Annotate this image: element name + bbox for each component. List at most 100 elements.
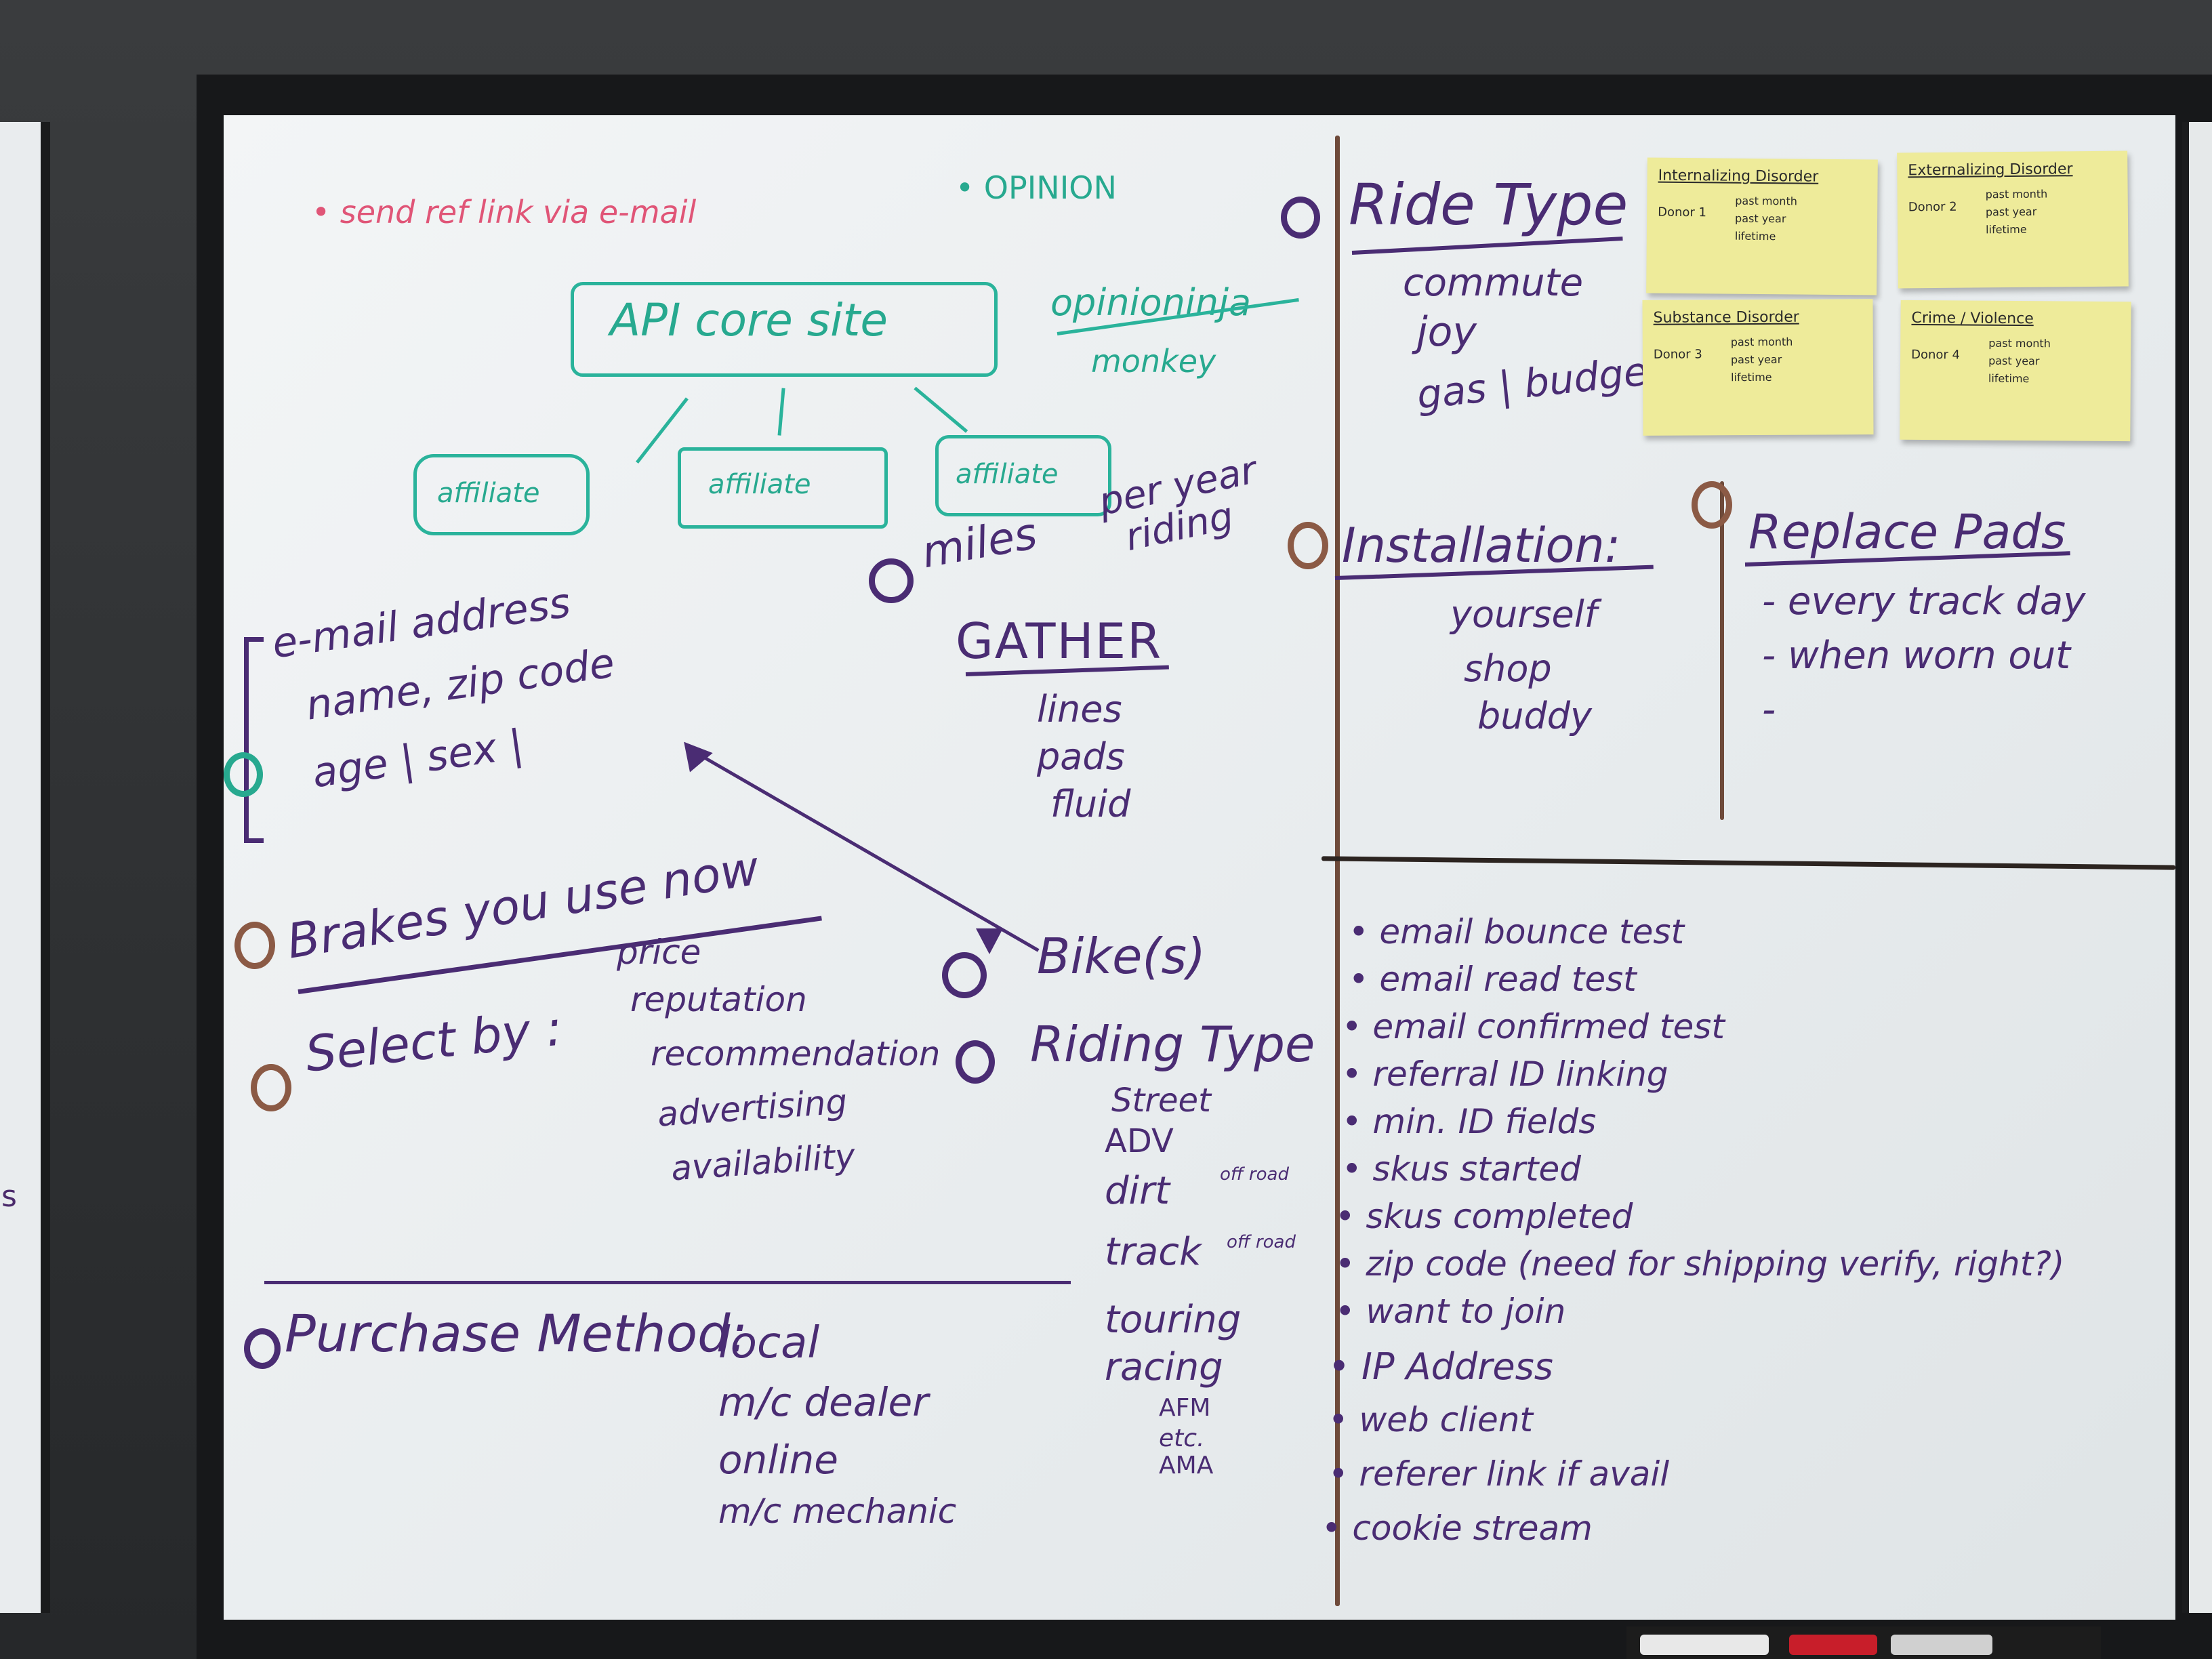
checklist-item: • skus completed [1335,1197,1633,1236]
select-item-recommendation: recommendation [651,1034,941,1073]
marker-red[interactable] [1789,1635,1877,1655]
note-3-donor: Donor 3 [1653,347,1702,362]
riding-type-circle [956,1040,995,1084]
checklist-text: referer link if avail [1359,1454,1670,1494]
profile-age-sex: age | sex | [309,720,527,798]
checklist-item: • IP Address [1328,1345,1553,1388]
checklist-item: • min. ID fields [1342,1102,1597,1141]
note-4-line-2: past year [1988,354,2040,368]
affiliate-label-3: affiliate [956,459,1059,490]
connector-3 [914,386,968,433]
gather-title: GATHER [956,613,1163,670]
select-item-advertising: advertising [656,1082,848,1134]
connector-2 [777,388,785,436]
sticky-note-3: Substance Disorder Donor 3 past month pa… [1642,299,1874,436]
purchase-item-mechanic: m/c mechanic [718,1492,957,1531]
affiliate-label-1: affiliate [437,478,540,509]
adjacent-whiteboard-left: s [0,122,50,1613]
riding-item-racing: racing [1105,1345,1223,1389]
riding-type-label: Riding Type [1030,1016,1315,1073]
installation-buddy: buddy [1477,695,1593,737]
note-4-line-3: lifetime [1988,371,2030,386]
installation-shop: shop [1464,647,1552,690]
ride-type-underline [1351,237,1623,255]
installation-yourself: yourself [1450,593,1597,636]
purchase-item-online: online [718,1437,838,1483]
checklist-text: zip code (need for shipping verify, righ… [1366,1244,2065,1284]
sticky-note-1: Internalizing Disorder Donor 1 past mont… [1646,157,1878,295]
replace-item-blank: - [1762,688,1776,732]
note-2-line-2: past year [1985,205,2037,219]
riding-item-track: track [1105,1230,1202,1274]
note-1-line-2: past year [1735,211,1786,226]
checklist-item: • want to join [1335,1292,1566,1331]
checklist-text: skus started [1372,1149,1581,1189]
note-4-donor: Donor 4 [1911,347,1961,363]
select-item-price: price [617,933,701,972]
note-3-title: Substance Disorder [1653,308,1799,327]
select-by-label: Select by : [302,999,565,1083]
gather-item-fluid: fluid [1050,783,1131,825]
checklist-text: IP Address [1361,1345,1553,1388]
racing-ama: AMA [1159,1452,1214,1479]
purchase-item-local: local [718,1318,820,1368]
checklist-item: • referer link if avail [1328,1454,1670,1494]
replace-item-track-day: - every track day [1762,579,2086,623]
select-item-availability: availability [670,1136,857,1189]
arrow-head-up [672,732,713,773]
affiliate-box-2 [678,447,888,529]
profile-bracket [244,637,264,843]
checklist-text: email read test [1379,960,1637,999]
checklist-text: cookie stream [1352,1509,1593,1548]
affiliate-box-3 [935,435,1111,516]
miles-label: miles [918,508,1041,579]
checklist-text: web client [1359,1400,1534,1439]
marker-grey[interactable] [1891,1635,1992,1655]
miles-circle [869,558,914,603]
checklist-text: skus completed [1366,1197,1633,1236]
replace-pads-title: Replace Pads [1748,504,2066,560]
right-horizontal-rule [1321,856,2175,870]
checklist-item: • skus started [1342,1149,1581,1189]
whiteboard: • send ref link via e-mail • OPINION API… [224,115,2175,1620]
note-1-donor: Donor 1 [1658,205,1707,220]
racing-afm: AFM [1159,1394,1211,1422]
opinion-bullet: • OPINION [956,169,1117,206]
ride-type-title: Ride Type [1349,171,1629,238]
select-by-circle [251,1064,291,1111]
checklist-item: • email bounce test [1349,912,1685,951]
purchase-label: Purchase Method: [285,1303,747,1364]
sticky-note-2: Externalizing Disorder Donor 2 past mont… [1897,150,2129,289]
opinion-text: OPINION [983,169,1117,206]
red-bullet: • send ref link via e-mail [312,194,697,230]
purchase-circle [244,1328,281,1369]
adjacent-whiteboard-right [2182,122,2212,1613]
affiliate-box-1 [413,454,590,535]
opinioninja-label: opinioninja [1050,281,1252,324]
checklist-item: • cookie stream [1322,1509,1593,1548]
riding-item-touring: touring [1105,1298,1242,1342]
note-2-line-3: lifetime [1986,222,2027,237]
checklist-item: • web client [1328,1400,1534,1439]
note-2-donor: Donor 2 [1908,199,1957,215]
center-divider [1335,136,1340,1606]
ride-type-gas-budget: gas | budget [1414,346,1666,418]
racing-etc: etc. [1159,1425,1205,1452]
affiliate-label-2: affiliate [708,469,811,500]
arrow-head-down [976,928,1003,954]
riding-item-adv: ADV [1105,1122,1174,1160]
note-3-line-3: lifetime [1731,370,1772,384]
purchase-item-dealer: m/c dealer [718,1379,929,1425]
checklist-item: • email confirmed test [1342,1007,1725,1046]
sticky-note-4: Crime / Violence Donor 4 past month past… [1900,300,2131,442]
replace-divider [1720,481,1724,820]
replace-item-worn-out: - when worn out [1762,634,2071,678]
note-3-line-1: past month [1730,335,1793,349]
gather-item-lines: lines [1037,688,1122,731]
ride-type-circle [1281,197,1320,239]
checklist-item: • zip code (need for shipping verify, ri… [1335,1244,2065,1284]
note-2-line-1: past month [1985,187,2048,201]
marker-white[interactable] [1640,1635,1769,1655]
installation-title: Installation: [1342,518,1621,573]
checklist-text: min. ID fields [1372,1102,1597,1141]
